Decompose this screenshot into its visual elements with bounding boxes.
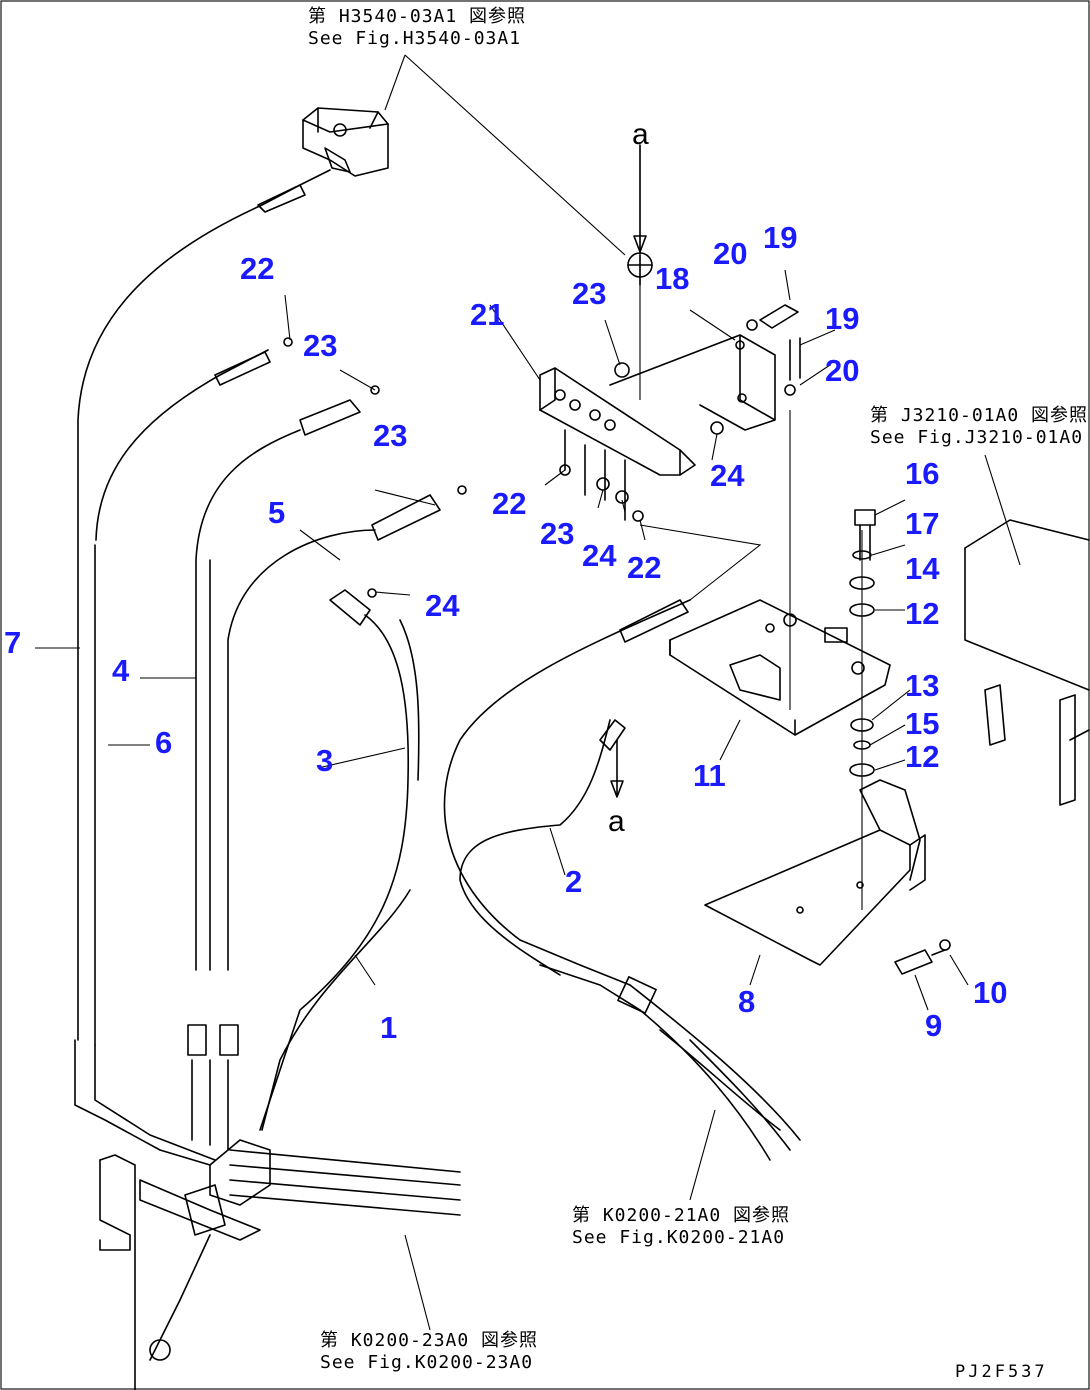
harness-bundle [519, 939, 801, 1161]
callout-24-left[interactable]: 24 [425, 588, 460, 623]
ref-h3540-jp: 第 H3540-03A1 図参照 [308, 6, 527, 27]
callout-21[interactable]: 21 [470, 297, 505, 332]
callout-10[interactable]: 10 [973, 975, 1008, 1010]
leader-lines [35, 54, 1021, 1331]
callout-2[interactable]: 2 [565, 864, 583, 899]
callout-4[interactable]: 4 [112, 653, 130, 688]
callout-14[interactable]: 14 [905, 551, 940, 586]
right-frame [964, 519, 1090, 806]
ref-j3210: 第 J3210-01A0 図参照 See Fig.J3210-01A0 [870, 405, 1088, 449]
ref-k0200-21-jp: 第 K0200-21A0 図参照 [572, 1205, 791, 1226]
callout-23-left[interactable]: 23 [303, 328, 338, 363]
callout-13[interactable]: 13 [905, 668, 940, 703]
hose-1 [261, 889, 411, 1131]
callout-7[interactable]: 7 [4, 625, 22, 660]
ref-k0200-23-en: See Fig.K0200-23A0 [320, 1352, 534, 1373]
callout-23-top[interactable]: 23 [572, 276, 607, 311]
hose-4 [95, 349, 269, 541]
plate-11 [669, 599, 891, 736]
callout-24-center[interactable]: 24 [582, 538, 617, 573]
callout-3[interactable]: 3 [316, 743, 334, 778]
view-mark-bottom: a [608, 805, 625, 838]
ref-j3210-en: See Fig.J3210-01A0 [870, 427, 1084, 448]
callout-1[interactable]: 1 [380, 1010, 398, 1045]
ref-j3210-jp: 第 J3210-01A0 図参照 [870, 405, 1089, 426]
callout-23-bottom[interactable]: 23 [540, 516, 575, 551]
callout-6[interactable]: 6 [155, 725, 173, 760]
hose-2 [459, 719, 611, 976]
hose-3 [329, 589, 371, 626]
callout-15[interactable]: 15 [905, 706, 940, 741]
hose-7 [77, 169, 331, 1041]
hose-5 [227, 529, 376, 971]
callout-19-lower[interactable]: 19 [825, 301, 860, 336]
ref-h3540-en: See Fig.H3540-03A1 [308, 28, 522, 49]
callout-11[interactable]: 11 [693, 758, 726, 793]
callout-9[interactable]: 9 [925, 1008, 943, 1043]
ref-k0200-23-jp: 第 K0200-23A0 図参照 [320, 1330, 539, 1351]
callout-22-right[interactable]: 22 [627, 550, 662, 585]
callout-20-lower[interactable]: 20 [825, 353, 860, 388]
callout-5[interactable]: 5 [268, 495, 286, 530]
callout-12-lower[interactable]: 12 [905, 739, 940, 774]
callout-20-upper[interactable]: 20 [713, 236, 748, 271]
callout-24-right[interactable]: 24 [710, 458, 745, 493]
callout-18[interactable]: 18 [655, 261, 690, 296]
callout-8[interactable]: 8 [738, 984, 756, 1019]
callout-23-middle[interactable]: 23 [373, 418, 408, 453]
callout-16[interactable]: 16 [905, 456, 940, 491]
ref-k0200-21: 第 K0200-21A0 図参照 See Fig.K0200-21A0 [572, 1205, 790, 1249]
callout-12-upper[interactable]: 12 [905, 596, 940, 631]
top-valve-block [302, 107, 389, 177]
drawing-code: PJ2F537 [955, 1362, 1048, 1382]
junction-block-21 [539, 367, 696, 521]
ref-h3540: 第 H3540-03A1 図参照 See Fig.H3540-03A1 [308, 6, 526, 50]
bracket-top [609, 304, 801, 431]
ref-k0200-23: 第 K0200-23A0 図参照 See Fig.K0200-23A0 [320, 1330, 538, 1374]
bracket-8 [704, 779, 926, 966]
callout-17[interactable]: 17 [905, 506, 940, 541]
callout-22-left[interactable]: 22 [240, 251, 275, 286]
view-mark-top: a [632, 118, 649, 151]
ref-k0200-21-en: See Fig.K0200-21A0 [572, 1227, 786, 1248]
callout-22-center[interactable]: 22 [492, 486, 527, 521]
callout-19-upper[interactable]: 19 [763, 220, 798, 255]
bottom-manifold [74, 1024, 461, 1390]
